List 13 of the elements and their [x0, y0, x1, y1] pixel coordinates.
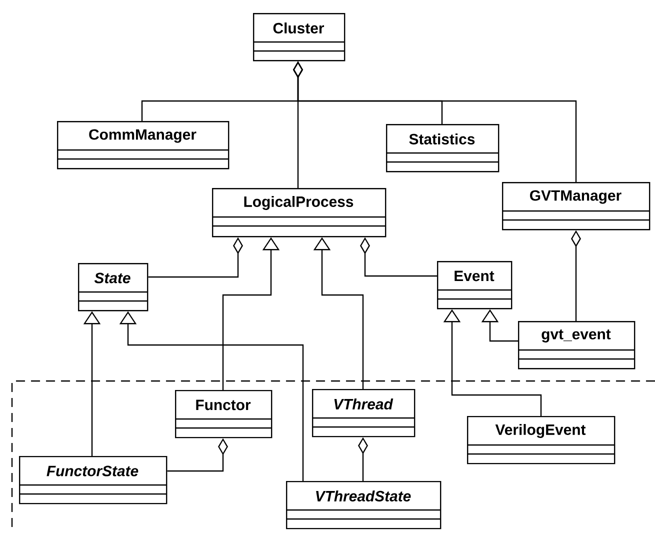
class-box: VerilogEvent [467, 416, 616, 464]
class-box: Functor [175, 390, 272, 438]
class-box: Event [437, 261, 512, 310]
class-box: GVTManager [502, 182, 650, 230]
class-box: gvt_event [518, 321, 636, 370]
class-box: VThreadState [286, 481, 442, 530]
class-box: LogicalProcess [212, 188, 386, 238]
class-box: VThread [312, 389, 416, 438]
class-box: Statistics [386, 124, 500, 172]
class-box: FunctorState [19, 456, 168, 504]
class-box: CommManager [57, 121, 230, 170]
class-box: State [78, 263, 148, 312]
class-box: Cluster [253, 13, 346, 62]
